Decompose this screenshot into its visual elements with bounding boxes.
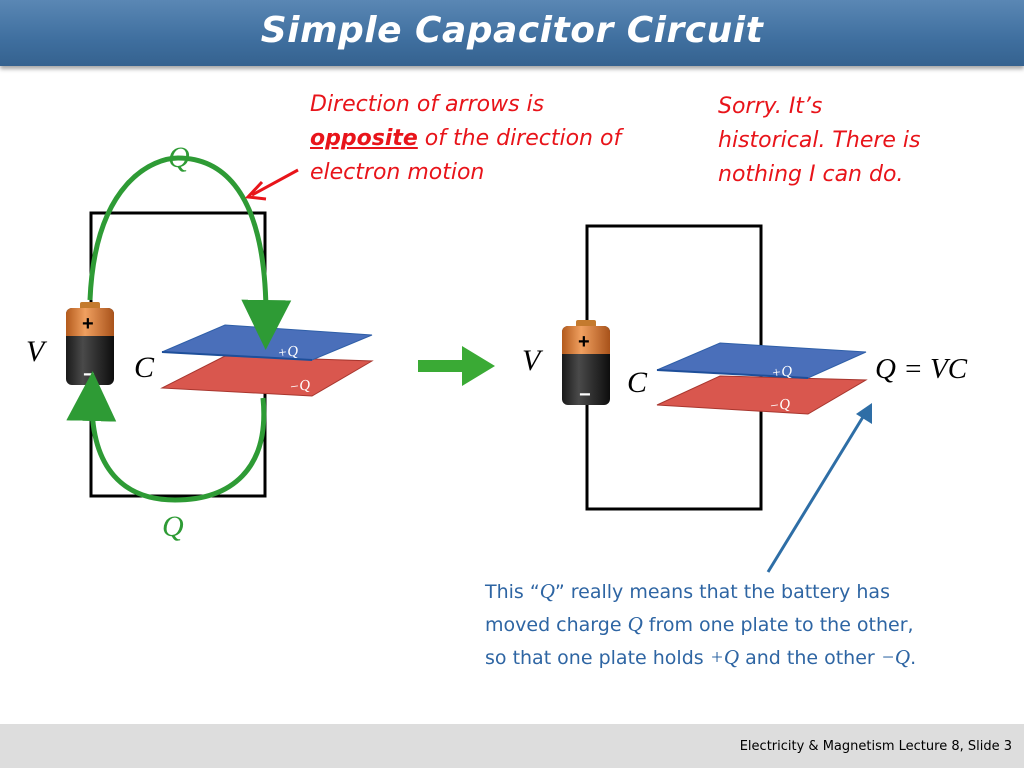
left-battery-minus: − [83,364,95,386]
left-battery: + − [66,302,114,386]
footer-text: Electricity & Magnetism Lecture 8, Slide… [739,739,1012,754]
caption-text: so that one plate holds [485,647,710,669]
caption-q: −Q [880,645,911,669]
right-plate-negative [656,375,868,415]
left-charge-label-bottom: Q [162,510,184,543]
caption-q: Q [627,612,643,636]
right-battery-minus: − [579,384,591,406]
left-plate-positive-label: +Q [276,343,299,362]
arrow-note-line2-rest: of the direction of [417,126,622,151]
caption-text: ” really means that the battery has [554,581,890,603]
arrow-note-line3: electron motion [310,160,485,185]
apology-line3: nothing I can do. [718,162,904,187]
caption-line3: so that one plate holds +Q and the other… [485,641,985,674]
apology-note: Sorry. It’s historical. There is nothing… [718,90,1018,192]
right-capacitor-label: C [627,366,648,399]
right-circuit: + − +Q −Q V C Q = VC [522,224,968,511]
arrow-note-emphasis: opposite [310,126,418,151]
right-voltage-label: V [522,344,544,377]
explanation-caption: This “Q” really means that the battery h… [485,575,985,674]
transition-arrow [418,346,495,386]
caption-q: Q [539,579,555,603]
left-plate-negative-label: −Q [288,377,311,396]
caption-text: from one plate to the other, [642,614,914,636]
left-capacitor: +Q −Q [160,324,374,397]
equation: Q = VC [875,353,968,385]
left-plate-positive [161,324,373,361]
right-battery-plus: + [578,331,590,353]
left-capacitor-label: C [134,351,155,384]
left-battery-plus: + [82,313,94,335]
slide-title: Simple Capacitor Circuit [260,10,764,51]
arrow-note-line2: opposite of the direction of [310,122,690,156]
caption-text: This “ [485,581,540,603]
caption-line1: This “Q” really means that the battery h… [485,575,985,608]
left-plate-negative [160,355,374,397]
caption-text: and the other [739,647,881,669]
right-capacitor: +Q −Q [656,342,868,415]
caption-text: moved charge [485,614,628,636]
right-plate-negative-label: −Q [768,396,791,415]
title-bar: Simple Capacitor Circuit [0,0,1024,66]
right-plate-positive [656,342,867,379]
arrow-direction-note: Direction of arrows is opposite of the d… [310,88,690,190]
footer-bar: Electricity & Magnetism Lecture 8, Slide… [0,724,1024,768]
caption-line2: moved charge Q from one plate to the oth… [485,608,985,641]
right-plate-positive-label: +Q [770,363,793,382]
left-circuit: + − +Q −Q Q Q V C [26,141,374,543]
apology-line1: Sorry. It’s [718,94,823,119]
apology-line2: historical. There is [718,128,921,153]
right-battery: + − [562,320,610,406]
left-current-arrow-bottom [66,371,267,503]
left-voltage-label: V [26,335,48,368]
arrow-note-line1: Direction of arrows is [310,92,545,117]
caption-text: . [910,647,917,669]
left-charge-label-top: Q [168,141,190,174]
red-pointer-arrow [244,168,299,201]
left-current-arrow-top [87,155,292,350]
blue-pointer-arrow [766,403,872,573]
caption-q: +Q [709,645,740,669]
